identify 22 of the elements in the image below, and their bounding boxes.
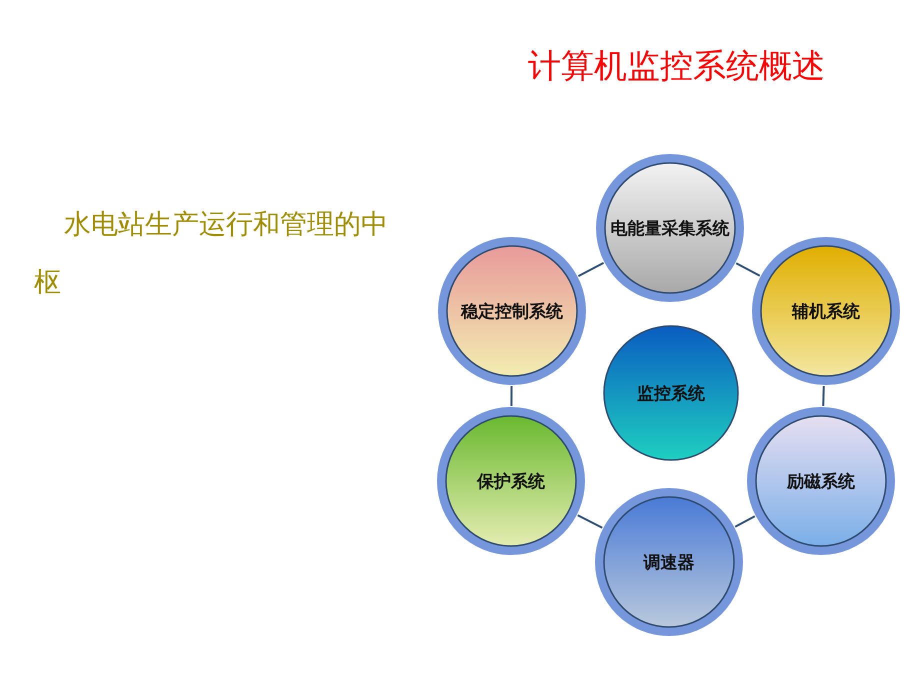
circle-node [595,153,745,303]
connector-line [822,386,825,406]
connector-line [577,514,603,529]
circle-node [751,236,901,386]
node-label: 监控系统 [637,382,705,404]
circle-node [437,236,587,386]
node-label: 电能量采集系统 [610,218,730,240]
connector-line [510,386,513,406]
node-label: 励磁系统 [787,470,855,492]
connector-line [736,262,760,277]
connector-line [578,262,604,277]
connector-line [734,515,756,528]
title: 计算机监控系统概述 [528,45,825,87]
circle-node [603,325,739,461]
circle-node [746,406,896,556]
node-label: 稳定控制系统 [461,300,563,322]
circle-node [594,487,744,637]
circle-node [436,406,586,556]
node-label: 保护系统 [477,470,545,492]
text-note: 水电站生产运行和管理的中枢 [34,208,389,300]
node-label: 调速器 [644,552,694,574]
node-label: 辅机系统 [792,300,860,322]
